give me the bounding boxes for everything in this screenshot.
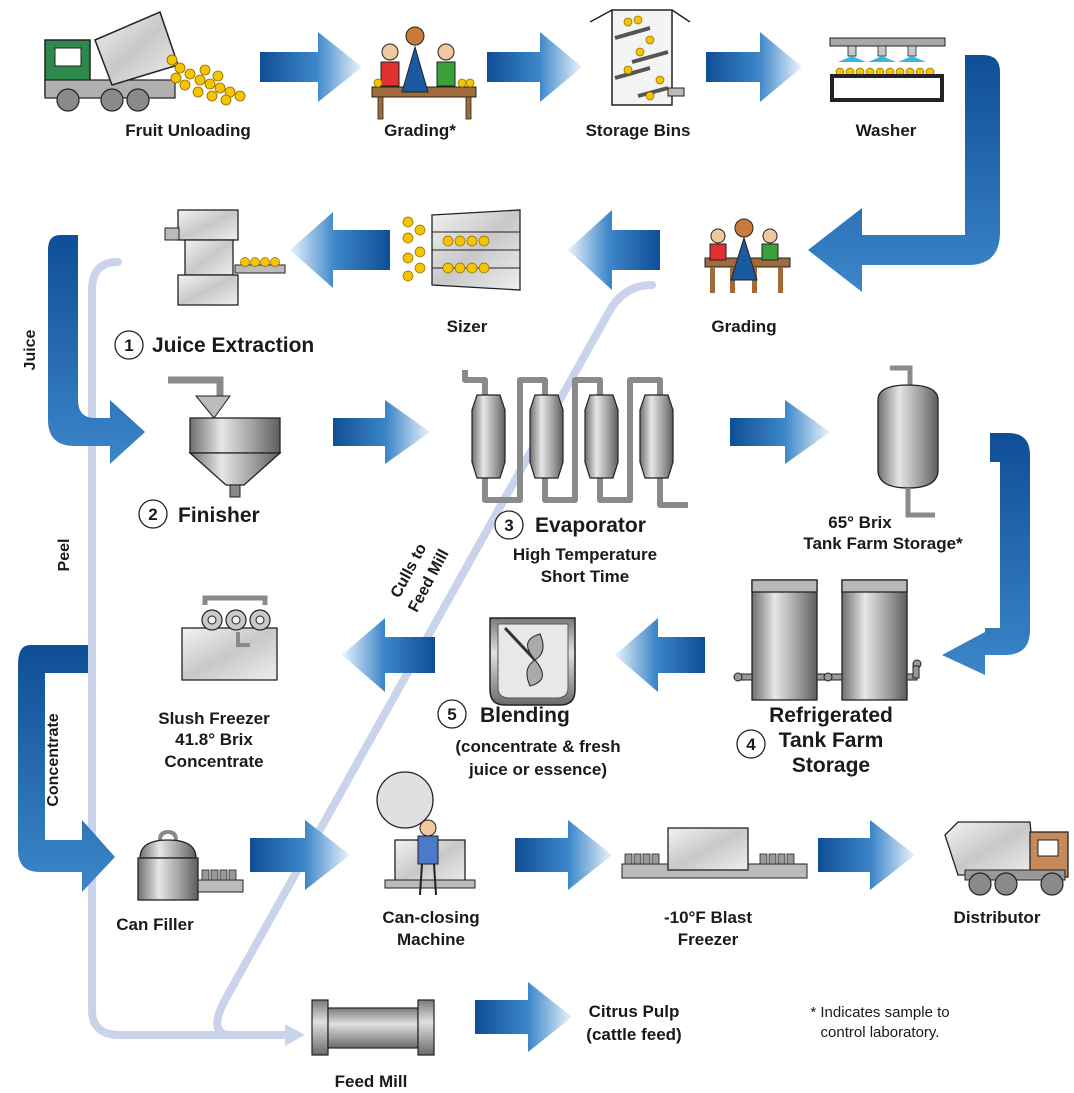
label-can-closing-l1: Can-closing bbox=[382, 908, 479, 927]
footnote-line1: * Indicates sample to bbox=[810, 1004, 949, 1021]
label-tank-storage-l2: Tank Farm Storage* bbox=[803, 534, 963, 553]
footnote-line2: control laboratory. bbox=[821, 1024, 940, 1041]
step-4-circle bbox=[736, 729, 766, 759]
step-2-number: 2 bbox=[148, 505, 157, 524]
blending-tank-icon bbox=[489, 617, 576, 706]
refrigerated-tank-farm-icon bbox=[733, 579, 922, 701]
label-blending-sub1: (concentrate & fresh bbox=[455, 737, 620, 756]
arrow-blending-to-slush bbox=[342, 618, 435, 692]
arrow-feedmill-to-pulp bbox=[475, 982, 572, 1052]
washer-icon bbox=[829, 37, 946, 102]
label-finisher: Finisher bbox=[178, 504, 260, 527]
label-can-filler: Can Filler bbox=[116, 915, 194, 934]
arrow-unloading-to-grading bbox=[260, 32, 362, 102]
arrow-sizer-to-extractor bbox=[290, 212, 390, 288]
arrow-canfiller-to-closer bbox=[250, 820, 350, 890]
label-refrig-l1: Refrigerated bbox=[769, 704, 893, 727]
can-closing-machine-icon bbox=[376, 771, 476, 896]
step-3-circle bbox=[494, 510, 524, 540]
label-tank-storage-l1: 65° Brix bbox=[828, 513, 892, 532]
label-slush-l3: Concentrate bbox=[164, 752, 263, 771]
label-blast-l1: -10°F Blast bbox=[664, 908, 752, 927]
label-washer: Washer bbox=[856, 121, 917, 140]
arrow-finisher-to-evaporator bbox=[333, 400, 430, 464]
label-slush-l1: Slush Freezer bbox=[158, 709, 270, 728]
arrow-closer-to-freezer bbox=[515, 820, 612, 890]
tank-farm-storage-icon bbox=[877, 365, 939, 518]
label-fruit-unloading: Fruit Unloading bbox=[125, 121, 251, 140]
label-grading-star: Grading* bbox=[384, 121, 456, 140]
arrow-grading-to-sizer bbox=[568, 210, 660, 290]
arrow-evaporator-to-tank bbox=[730, 400, 830, 464]
label-refrig-l2: Tank Farm bbox=[779, 729, 884, 752]
step-1-number: 1 bbox=[124, 336, 133, 355]
label-blending-sub2: juice or essence) bbox=[468, 760, 607, 779]
label-evaporator-sub1: High Temperature bbox=[513, 545, 657, 564]
step-5-number: 5 bbox=[447, 705, 456, 724]
label-citrus-l1: Citrus Pulp bbox=[589, 1002, 680, 1021]
slush-freezer-icon bbox=[181, 595, 278, 681]
label-juice-extraction: Juice Extraction bbox=[152, 334, 314, 357]
peel-line bbox=[88, 258, 294, 1039]
label-sizer: Sizer bbox=[447, 317, 488, 336]
step-5-circle bbox=[437, 699, 467, 729]
grading-table-icon bbox=[371, 26, 477, 120]
fruit-unloading-truck-icon bbox=[44, 10, 246, 112]
label-evaporator: Evaporator bbox=[535, 514, 646, 537]
distributor-truck-icon bbox=[944, 821, 1069, 896]
label-feed-mill: Feed Mill bbox=[335, 1072, 408, 1091]
step-2-circle bbox=[138, 499, 168, 529]
feed-mill-icon bbox=[311, 999, 435, 1056]
finisher-icon bbox=[168, 376, 282, 498]
label-blending: Blending bbox=[480, 704, 570, 727]
label-can-closing-l2: Machine bbox=[397, 930, 465, 949]
blast-freezer-icon bbox=[621, 827, 808, 879]
arrow-grading-to-bins bbox=[487, 32, 582, 102]
label-peel-side: Peel bbox=[56, 539, 73, 572]
can-filler-icon bbox=[137, 829, 244, 901]
step-3-number: 3 bbox=[504, 516, 513, 535]
sizer-icon bbox=[402, 209, 521, 291]
label-juice-side: Juice bbox=[22, 329, 39, 370]
arrow-juice-to-finisher bbox=[48, 235, 145, 464]
step-1-circle bbox=[114, 330, 144, 360]
label-concentrate-side: Concentrate bbox=[45, 713, 62, 806]
arrow-washer-to-grading bbox=[808, 55, 1000, 292]
label-citrus-l2: (cattle feed) bbox=[586, 1025, 681, 1044]
arrow-concentrate-to-canfiller bbox=[18, 645, 115, 892]
arrow-refrigerated-to-blending bbox=[615, 618, 705, 692]
label-blast-l2: Freezer bbox=[678, 930, 739, 949]
step-4-number: 4 bbox=[746, 735, 756, 754]
grading-table-icon-2 bbox=[704, 218, 791, 293]
evaporator-icon bbox=[462, 370, 688, 508]
storage-bins-icon bbox=[589, 9, 691, 106]
label-storage-bins: Storage Bins bbox=[586, 121, 691, 140]
arrow-tank-to-refrigerated bbox=[942, 433, 1030, 675]
juice-extractor-icon bbox=[164, 209, 286, 306]
arrow-bins-to-washer bbox=[706, 32, 802, 102]
label-slush-l2: 41.8° Brix bbox=[175, 730, 253, 749]
label-refrig-l3: Storage bbox=[792, 754, 870, 777]
label-grading: Grading bbox=[711, 317, 776, 336]
label-evaporator-sub2: Short Time bbox=[541, 567, 629, 586]
arrow-freezer-to-distributor bbox=[818, 820, 915, 890]
peel-line-arrowhead bbox=[285, 1024, 305, 1046]
label-distributor: Distributor bbox=[954, 908, 1041, 927]
